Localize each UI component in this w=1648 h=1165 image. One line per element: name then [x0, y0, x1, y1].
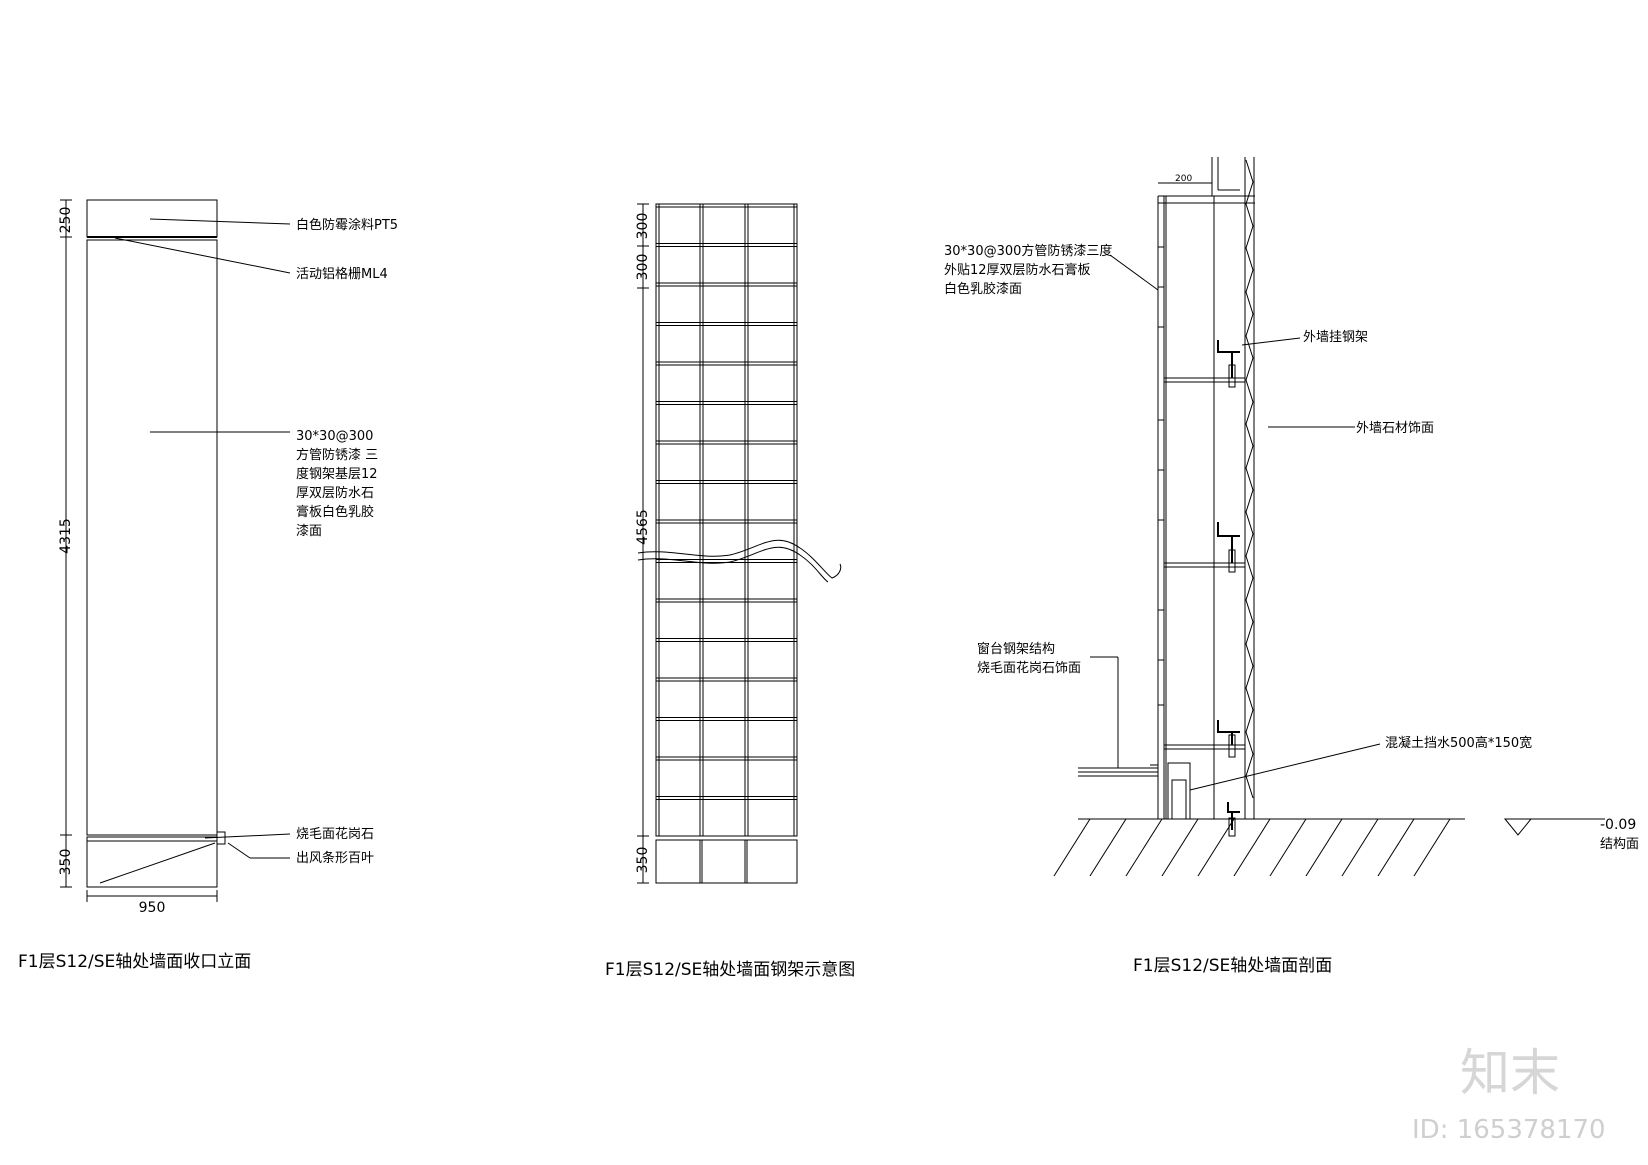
elevation-view: 250 4315 350 950 白色防霉涂料PT5 活动铝格栅ML4 30*3… — [18, 199, 398, 972]
label-external-steel: 外墙挂钢架 — [1303, 330, 1368, 345]
section-frame-3: 白色乳胶漆面 — [944, 281, 1022, 297]
label-grille: 活动铝格栅ML4 — [296, 266, 388, 282]
level-marker — [1503, 818, 1533, 836]
section-dim-top: 200 — [1175, 174, 1192, 184]
label-frame-4: 厚双层防水石 — [296, 485, 374, 501]
frame-dim-main: 4565 — [635, 509, 651, 545]
label-granite: 烧毛面花岗石 — [296, 826, 374, 842]
steel-frame-title: F1层S12/SE轴处墙面钢架示意图 — [605, 960, 855, 980]
anchor-brackets — [1217, 340, 1240, 837]
label-window-2: 烧毛面花岗石饰面 — [977, 660, 1081, 676]
ground-hatch — [1053, 818, 1451, 877]
label-window-1: 窗台钢架结构 — [977, 641, 1055, 657]
section-title: F1层S12/SE轴处墙面剖面 — [1133, 956, 1332, 976]
frame-panel — [86, 239, 218, 836]
elev-dim-width: 950 — [139, 900, 166, 916]
frame-grid — [656, 204, 797, 836]
elev-dim-main: 4315 — [58, 518, 74, 554]
steel-frame-view: 300 300 4565 350 F1层S12/SE轴处墙面钢架示意图 — [605, 203, 855, 980]
section-frame-1: 30*30@300方管防锈漆三度 — [944, 243, 1112, 259]
vent-grille — [86, 836, 218, 888]
frame-base — [655, 839, 798, 884]
top-paint-band — [86, 199, 218, 238]
label-top-paint: 白色防霉涂料PT5 — [296, 217, 398, 233]
level-value: -0.09 — [1600, 817, 1636, 833]
label-concrete: 混凝土挡水500高*150宽 — [1385, 735, 1532, 751]
label-frame-6: 漆面 — [296, 523, 322, 539]
frame-dim-b: 300 — [635, 254, 651, 281]
level-text: 结构面 — [1600, 837, 1639, 852]
label-frame-5: 膏板白色乳胶 — [296, 504, 374, 520]
stone-zigzag — [1245, 159, 1254, 799]
label-frame-2: 方管防锈漆 三 — [296, 447, 378, 463]
label-external-stone: 外墙石材饰面 — [1356, 421, 1434, 436]
break-line — [637, 539, 842, 579]
elevation-title: F1层S12/SE轴处墙面收口立面 — [18, 952, 251, 972]
watermark-id: ID: 165378170 — [1412, 1115, 1606, 1145]
elev-dim-top: 250 — [58, 207, 74, 234]
section-frame-2: 外贴12厚双层防水石膏板 — [944, 262, 1091, 278]
frame-dim-a: 300 — [635, 213, 651, 240]
elev-dim-base: 350 — [58, 849, 74, 876]
frame-dim-base: 350 — [635, 847, 651, 874]
label-frame-1: 30*30@300 — [296, 429, 373, 444]
watermark-logo: 知末 — [1460, 1044, 1560, 1102]
label-vent: 出风条形百叶 — [296, 850, 374, 866]
section-view: -0.09 结构面 — [944, 157, 1639, 976]
label-frame-3: 度钢架基层12 — [296, 466, 378, 482]
concrete-curb — [1167, 762, 1191, 820]
